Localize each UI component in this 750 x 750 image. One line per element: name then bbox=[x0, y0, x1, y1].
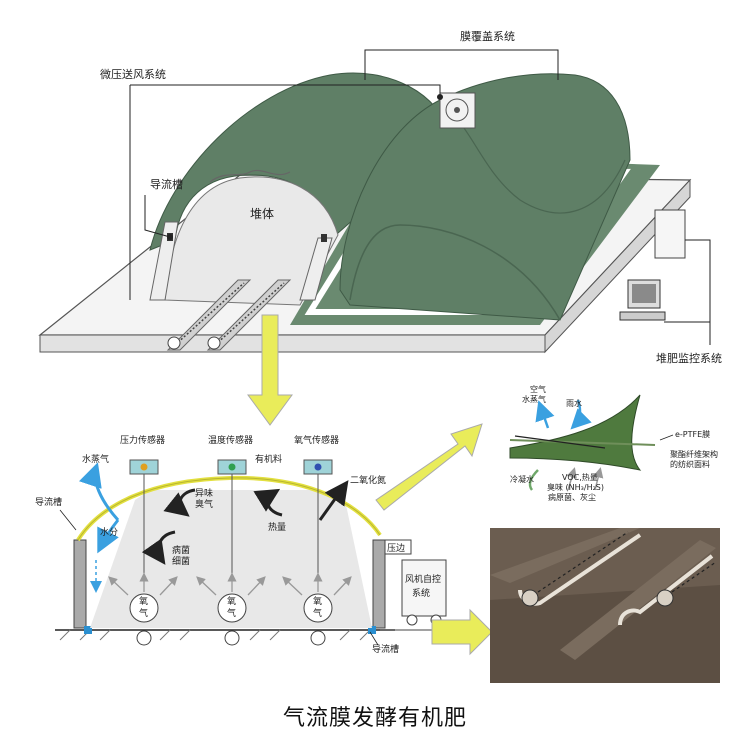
label-eptfe: e-PTFE膜 bbox=[675, 429, 710, 439]
membrane-leaf bbox=[509, 394, 642, 471]
diagonal-arrow bbox=[375, 423, 483, 511]
label-fan-system: 微压送风系统 bbox=[100, 67, 166, 81]
svg-text:气: 气 bbox=[227, 607, 236, 619]
label-fan-control-2: 系统 bbox=[412, 587, 430, 599]
pile bbox=[164, 176, 339, 306]
pathogen-arrow bbox=[141, 530, 176, 565]
right-covered-pile bbox=[339, 73, 631, 321]
label-odor-nh: 臭味 (NH₃/H₂S) bbox=[547, 482, 604, 492]
right-wall bbox=[372, 539, 386, 629]
oxygen-sensor bbox=[303, 459, 333, 575]
temperature-sensor bbox=[217, 459, 247, 575]
oxygen-unit-1: 氧 气 bbox=[129, 593, 159, 646]
label-pathogen-dust: 病原菌、灰尘 bbox=[548, 492, 596, 502]
label-odor-1: 异味 bbox=[195, 487, 213, 499]
svg-text:氧: 氧 bbox=[227, 595, 236, 607]
svg-text:氧: 氧 bbox=[313, 595, 322, 607]
label-pressure-sensor: 压力传感器 bbox=[120, 434, 165, 446]
label-press-edge: 压边 bbox=[387, 543, 405, 554]
label-oxygen-sensor: 氧气传感器 bbox=[294, 434, 339, 446]
label-water: 水分 bbox=[100, 526, 118, 538]
label-pathogen-2: 细菌 bbox=[172, 555, 190, 567]
label-heat: 热量 bbox=[268, 521, 286, 533]
label-organic: 有机料 bbox=[255, 453, 282, 465]
svg-text:气: 气 bbox=[139, 607, 148, 619]
oxygen-unit-2: 氧 气 bbox=[217, 593, 247, 646]
label-condensate: 冷凝水 bbox=[510, 474, 534, 484]
svg-text:氧: 氧 bbox=[139, 595, 148, 607]
channel-photo bbox=[490, 528, 720, 683]
controller-box bbox=[654, 209, 686, 259]
right-arrow bbox=[431, 608, 493, 656]
label-temperature-sensor: 温度传感器 bbox=[208, 434, 253, 446]
water-arrow bbox=[97, 519, 120, 554]
top-illustration: 膜覆盖系统 微压送风系统 导流槽 堆体 堆肥监控系统 bbox=[38, 29, 722, 365]
water-vapor-arrow bbox=[78, 462, 120, 522]
fan-control-box bbox=[401, 559, 447, 617]
label-voc: VOC,热量 bbox=[562, 472, 598, 482]
label-channel-left: 导流槽 bbox=[35, 496, 62, 508]
co2-arrow bbox=[318, 480, 349, 521]
label-fabric-1: 聚酯纤维架构 bbox=[670, 449, 718, 459]
oxygen-unit-3: 氧 气 bbox=[303, 593, 333, 646]
label-channel-bottom: 导流槽 bbox=[372, 643, 399, 655]
down-arrow bbox=[247, 314, 293, 426]
label-fabric-2: 的纺织面料 bbox=[670, 459, 710, 469]
left-wall bbox=[73, 539, 87, 629]
odor-arrow bbox=[163, 488, 196, 517]
label-pile: 堆体 bbox=[250, 207, 274, 221]
label-co2: 二氧化氮 bbox=[350, 474, 386, 486]
label-air: 空气 bbox=[530, 384, 546, 394]
label-rain: 雨水 bbox=[566, 398, 582, 408]
pile-section bbox=[90, 490, 372, 628]
label-water-vapor: 水蒸气 bbox=[82, 453, 109, 465]
label-odor-2: 臭气 bbox=[195, 498, 213, 510]
label-vapor: 水蒸气 bbox=[522, 394, 546, 404]
page-title: 气流膜发酵有机肥 bbox=[282, 706, 467, 731]
label-fan-control-1: 风机自控 bbox=[405, 573, 441, 585]
label-pathogen-1: 病菌 bbox=[172, 544, 190, 556]
label-monitoring: 堆肥监控系统 bbox=[656, 351, 722, 365]
heat-arrow bbox=[253, 488, 283, 517]
membrane-detail: 空气 水蒸气 雨水 e-PTFE膜 聚酯纤维架构 的纺织面料 冷凝水 VOC,热… bbox=[509, 384, 718, 502]
label-channel: 导流槽 bbox=[150, 177, 183, 191]
label-membrane-cover: 膜覆盖系统 bbox=[460, 29, 515, 43]
svg-text:气: 气 bbox=[313, 607, 322, 619]
cross-section: 压力传感器 温度传感器 氧气传感器 氧 气 氧 气 氧 气 bbox=[35, 434, 493, 656]
